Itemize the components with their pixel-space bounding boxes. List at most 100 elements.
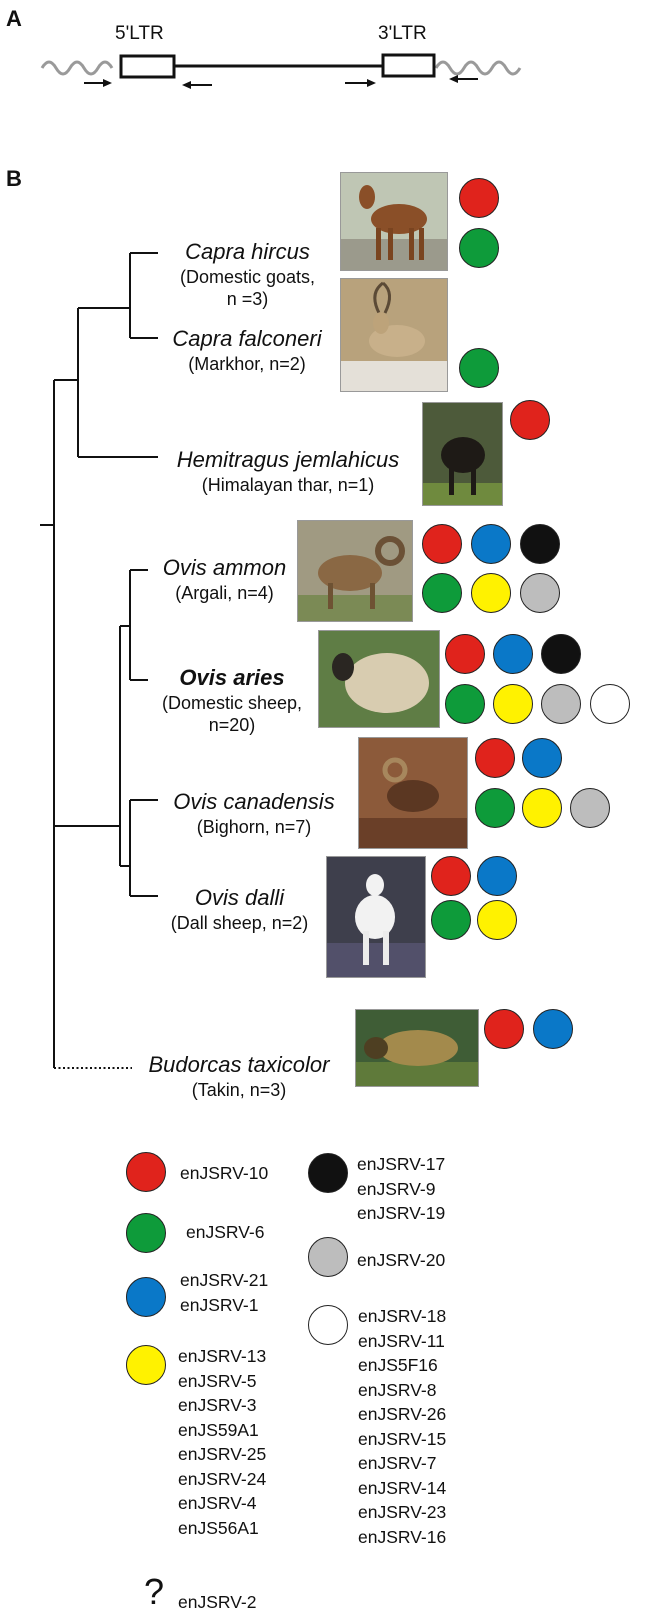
legend-item: enJSRV-18 xyxy=(358,1304,446,1329)
ltr-3-box xyxy=(383,55,434,76)
dot-ovis-canadensis-green xyxy=(475,788,515,828)
dot-capra-falconeri-green xyxy=(459,348,499,388)
argali-image xyxy=(298,521,412,621)
dot-ovis-ammon-black xyxy=(520,524,560,564)
primer-arrow-1 xyxy=(84,79,112,87)
dot-ovis-ammon-red xyxy=(422,524,462,564)
legend-item: enJSRV-10 xyxy=(180,1161,268,1186)
dot-ovis-aries-red xyxy=(445,634,485,674)
species-ovis-canadensis: Ovis canadensis (Bighorn, n=7) xyxy=(158,788,350,838)
bighorn-image xyxy=(359,738,467,848)
legend-item: enJSRV-13 xyxy=(178,1344,266,1369)
legend-yellow-dot xyxy=(126,1345,166,1385)
domestic-goat-photo xyxy=(340,172,448,271)
species-common: (Domestic sheep, xyxy=(142,692,322,715)
species-hemitragus-jemlahicus: Hemitragus jemlahicus (Himalayan thar, n… xyxy=(160,446,416,496)
takin-image xyxy=(356,1010,478,1086)
species-capra-falconeri: Capra falconeri (Markhor, n=2) xyxy=(162,325,332,375)
primer-arrow-3 xyxy=(345,79,376,87)
markhor-image xyxy=(341,279,447,391)
legend-item: enJSRV-3 xyxy=(178,1393,266,1418)
legend-blue-text: enJSRV-21 enJSRV-1 xyxy=(180,1268,268,1317)
dot-ovis-ammon-gray xyxy=(520,573,560,613)
dot-ovis-dalli-blue xyxy=(477,856,517,896)
dot-ovis-canadensis-gray xyxy=(570,788,610,828)
legend-gray-dot xyxy=(308,1237,348,1277)
legend-item: enJSRV-2 xyxy=(178,1590,256,1615)
legend-item: enJSRV-8 xyxy=(358,1378,446,1403)
phylogenetic-tree xyxy=(40,253,158,1068)
dot-ovis-aries-yellow xyxy=(493,684,533,724)
himalayan-thar-photo xyxy=(422,402,503,506)
dot-ovis-ammon-blue xyxy=(471,524,511,564)
dot-ovis-dalli-green xyxy=(431,900,471,940)
species-common: (Bighorn, n=7) xyxy=(158,816,350,839)
right-flank-wavy xyxy=(436,62,520,74)
species-common-count: n =3) xyxy=(165,288,330,311)
dot-ovis-dalli-red xyxy=(431,856,471,896)
species-ovis-dalli: Ovis dalli (Dall sheep, n=2) xyxy=(152,884,327,934)
legend-item: enJSRV-9 xyxy=(357,1177,445,1202)
species-common: (Markhor, n=2) xyxy=(162,353,332,376)
dot-ovis-canadensis-yellow xyxy=(522,788,562,828)
dot-ovis-aries-gray xyxy=(541,684,581,724)
legend-white-dot xyxy=(308,1305,348,1345)
species-common: (Himalayan thar, n=1) xyxy=(160,474,416,497)
legend-item: enJS5F16 xyxy=(358,1353,446,1378)
dot-ovis-ammon-green xyxy=(422,573,462,613)
legend-green-text: enJSRV-6 xyxy=(186,1220,264,1245)
dot-ovis-canadensis-red xyxy=(475,738,515,778)
species-common: (Takin, n=3) xyxy=(138,1079,340,1102)
legend-yellow-text: enJSRV-13 enJSRV-5 enJSRV-3 enJS59A1 enJ… xyxy=(178,1344,266,1540)
legend-red-dot xyxy=(126,1152,166,1192)
species-ovis-ammon: Ovis ammon (Argali, n=4) xyxy=(152,554,297,604)
primer-arrow-2 xyxy=(182,81,212,89)
goat-image xyxy=(341,173,447,270)
left-flank-wavy xyxy=(42,62,112,74)
ltr-5-box xyxy=(121,56,174,77)
legend-red-text: enJSRV-10 xyxy=(180,1161,268,1186)
legend-item: enJSRV-15 xyxy=(358,1427,446,1452)
legend-item: enJSRV-4 xyxy=(178,1491,266,1516)
species-latin: Ovis ammon xyxy=(152,554,297,582)
dot-ovis-aries-white xyxy=(590,684,630,724)
legend-item: enJSRV-5 xyxy=(178,1369,266,1394)
legend-green-dot xyxy=(126,1213,166,1253)
takin-photo xyxy=(355,1009,479,1087)
thar-image xyxy=(423,403,502,505)
species-budorcas-taxicolor: Budorcas taxicolor (Takin, n=3) xyxy=(138,1051,340,1101)
species-common: (Argali, n=4) xyxy=(152,582,297,605)
species-latin: Ovis dalli xyxy=(152,884,327,912)
dot-ovis-canadensis-blue xyxy=(522,738,562,778)
markhor-photo xyxy=(340,278,448,392)
dall-sheep-photo xyxy=(326,856,426,978)
bighorn-photo xyxy=(358,737,468,849)
domestic-sheep-photo xyxy=(318,630,440,728)
dot-ovis-dalli-yellow xyxy=(477,900,517,940)
dot-ovis-ammon-yellow xyxy=(471,573,511,613)
legend-item: enJSRV-11 xyxy=(358,1329,446,1354)
sheep-image xyxy=(319,631,439,727)
legend-item: enJSRV-1 xyxy=(180,1293,268,1318)
species-latin: Budorcas taxicolor xyxy=(138,1051,340,1079)
legend-item: enJSRV-24 xyxy=(178,1467,266,1492)
species-capra-hircus: Capra hircus (Domestic goats, n =3) xyxy=(165,238,330,311)
argali-photo xyxy=(297,520,413,622)
legend-gray-text: enJSRV-20 xyxy=(357,1248,445,1273)
species-ovis-aries: Ovis aries (Domestic sheep, n=20) xyxy=(142,664,322,737)
species-latin: Ovis canadensis xyxy=(158,788,350,816)
legend-item: enJS56A1 xyxy=(178,1516,266,1541)
dot-budorcas-red xyxy=(484,1009,524,1049)
legend-item: enJSRV-21 xyxy=(180,1268,268,1293)
dot-capra-hircus-green xyxy=(459,228,499,268)
dall-sheep-image xyxy=(327,857,425,977)
legend-item: enJSRV-25 xyxy=(178,1442,266,1467)
species-latin: Capra falconeri xyxy=(162,325,332,353)
dot-capra-hircus-red xyxy=(459,178,499,218)
species-common: (Dall sheep, n=2) xyxy=(152,912,327,935)
legend-white-text: enJSRV-18 enJSRV-11 enJS5F16 enJSRV-8 en… xyxy=(358,1304,446,1549)
legend-item: enJSRV-14 xyxy=(358,1476,446,1501)
legend-question-text: enJSRV-2 xyxy=(178,1590,256,1615)
legend-item: enJSRV-23 xyxy=(358,1500,446,1525)
legend-item: enJSRV-16 xyxy=(358,1525,446,1550)
